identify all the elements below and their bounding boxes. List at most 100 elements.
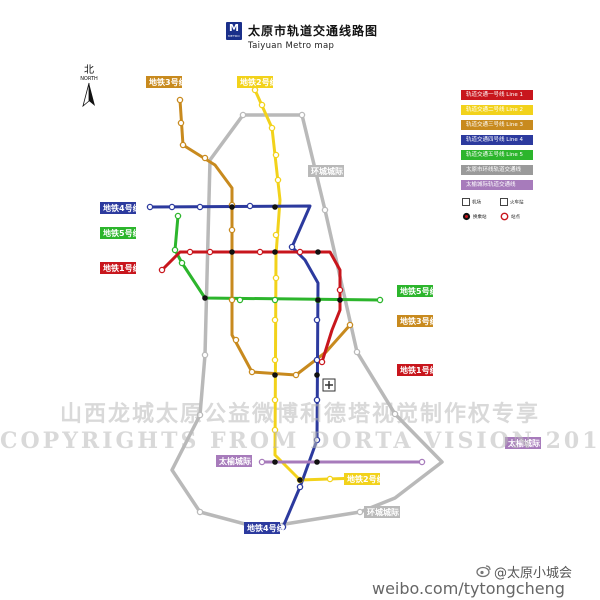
svg-text:地铁1号线: 地铁1号线	[400, 365, 438, 375]
station-marker	[298, 111, 306, 119]
legend-ring-line: 太原市环线轨道交通线	[461, 165, 533, 175]
station-marker	[336, 286, 344, 294]
legend-line-2: 轨道交通二号线 Line 2	[461, 105, 533, 115]
station-marker	[256, 248, 264, 256]
station-marker	[326, 475, 334, 483]
weibo-icon	[476, 565, 491, 578]
station-marker	[196, 411, 204, 419]
line-tag: 地铁2号线	[344, 473, 385, 485]
svg-text:地铁2号线: 地铁2号线	[347, 474, 385, 484]
svg-text:地铁4号线: 地铁4号线	[247, 523, 285, 533]
transfer-station-marker	[315, 249, 321, 255]
transfer-station-marker	[337, 297, 343, 303]
station-marker	[288, 243, 296, 251]
station-marker	[177, 119, 185, 127]
watermark-cn: 山西龙城太原公益微博和德塔视觉制作权专享	[59, 401, 540, 427]
svg-text:环城城际: 环城城际	[311, 166, 343, 176]
metro-logo-mark: M	[229, 23, 239, 34]
station-marker	[313, 436, 321, 444]
station-marker	[236, 296, 244, 304]
station-marker	[271, 296, 279, 304]
map-header: M METRO 太原市轨道交通线路图 Taiyuan Metro map	[226, 22, 378, 51]
transfer-station-marker	[272, 204, 278, 210]
line-tag: 地铁4号线	[244, 522, 285, 534]
svg-text:地铁3号线: 地铁3号线	[400, 316, 438, 326]
metro-logo-text: METRO	[228, 34, 240, 38]
line-tag: 地铁3号线	[397, 315, 438, 327]
station-marker	[271, 356, 279, 364]
legend-line-1: 轨道交通一号线 Line 1	[461, 90, 533, 100]
station-marker	[376, 296, 384, 304]
legend-station: 站点	[500, 212, 520, 221]
line-tags: 地铁3号线地铁2号线地铁4号线地铁5号线地铁1号线地铁5号线地铁3号线地铁1号线…	[100, 76, 541, 534]
station-marker	[158, 266, 166, 274]
metro-logo: M METRO	[226, 22, 242, 40]
station-marker	[313, 316, 321, 324]
station-marker	[251, 86, 259, 94]
north-label-cn: 北	[84, 65, 94, 76]
line-4-path	[148, 204, 320, 529]
svg-text:地铁1号线: 地铁1号线	[103, 263, 141, 273]
line-tag: 地铁4号线	[100, 202, 141, 214]
watermark-en: COPYRIGHTS FROM DORTA VISION 2015	[0, 428, 600, 454]
line-tag: 地铁5号线	[397, 285, 438, 297]
line-tag: 地铁5号线	[100, 227, 141, 239]
station-marker	[168, 203, 176, 211]
svg-text:地铁5号线: 地铁5号线	[400, 286, 438, 296]
train-icon	[500, 198, 508, 206]
north-label-en: NORTH	[80, 76, 98, 82]
station-marker	[246, 202, 254, 210]
station-marker	[418, 458, 426, 466]
svg-text:地铁4号线: 地铁4号线	[103, 203, 141, 213]
svg-text:太榆城际: 太榆城际	[218, 456, 251, 466]
transfer-station-marker	[297, 477, 303, 483]
transfer-station-icon	[462, 212, 471, 221]
legend-line-3: 轨道交通三号线 Line 3	[461, 120, 533, 130]
station-marker	[353, 348, 361, 356]
station-marker	[179, 141, 187, 149]
station-marker	[356, 508, 364, 516]
station-marker	[258, 458, 266, 466]
station-marker	[271, 396, 279, 404]
station-marker	[239, 111, 247, 119]
station-marker	[171, 246, 179, 254]
transfer-station-marker	[229, 249, 235, 255]
station-marker	[318, 358, 326, 366]
line-tag: 地铁1号线	[397, 364, 438, 376]
transfer-station-marker	[272, 372, 278, 378]
credit-name: @太原小城会	[494, 566, 573, 581]
station-marker	[274, 176, 282, 184]
svg-text:太榆城际: 太榆城际	[507, 438, 540, 448]
transfer-station-marker	[229, 204, 235, 210]
station-marker	[201, 351, 209, 359]
station-marker	[271, 316, 279, 324]
line-1-path	[160, 250, 342, 364]
station-marker	[196, 203, 204, 211]
station-marker	[174, 212, 182, 220]
station-marker	[346, 321, 354, 329]
stations	[146, 86, 426, 531]
compass: 北 NORTH	[78, 66, 100, 112]
line-tag: 环城城际	[364, 506, 400, 518]
station-marker	[186, 248, 194, 256]
station-marker	[296, 483, 304, 491]
station-marker	[272, 151, 280, 159]
legend-airport: 机场	[462, 198, 481, 207]
station-marker	[296, 248, 304, 256]
map-title-en: Taiyuan Metro map	[248, 41, 335, 51]
station-marker	[321, 206, 329, 214]
legend-line-4: 轨道交通四号线 Line 4	[461, 135, 533, 145]
airport-icon	[322, 378, 336, 392]
station-marker	[391, 410, 399, 418]
transfer-station-marker	[202, 295, 208, 301]
map-title-cn: 太原市轨道交通线路图	[248, 24, 379, 38]
station-marker	[196, 508, 204, 516]
legend-intercity-line: 太榆城际轨道交通线	[461, 180, 533, 190]
station-marker	[146, 203, 154, 211]
station-marker	[232, 336, 240, 344]
airport-icon	[462, 198, 470, 206]
station-marker	[176, 96, 184, 104]
station-marker	[258, 101, 266, 109]
svg-text:地铁5号线: 地铁5号线	[103, 228, 141, 238]
